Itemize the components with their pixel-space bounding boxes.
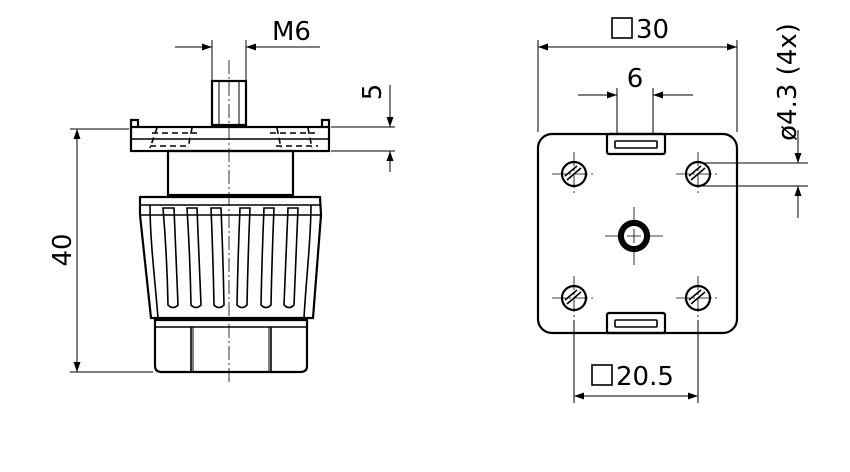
- screw-hole-bottom-left: [552, 276, 596, 320]
- ribbed-body: [138, 195, 323, 320]
- bottom-foot: [153, 318, 309, 374]
- square-symbol: [611, 17, 633, 39]
- threaded-stud: [210, 79, 248, 127]
- screw-hole-bottom-right: [676, 276, 720, 320]
- dim-slot-width-label: 6: [627, 64, 644, 94]
- dim-shaft-height: 5: [331, 84, 395, 172]
- screw-hole-top-right: [676, 152, 720, 196]
- bottom-slot: [605, 311, 667, 335]
- dim-total-height-label: 40: [48, 233, 78, 266]
- screw-hole-top-left: [552, 152, 596, 196]
- dim-hole-spec-label: ø4.3 (4x): [773, 23, 803, 141]
- dim-thread-label: M6: [272, 17, 311, 47]
- center-hole: [605, 207, 663, 265]
- dim-total-height: 40: [48, 128, 153, 373]
- dim-thread: M6: [175, 17, 320, 80]
- dim-hole-spec: ø4.3 (4x): [700, 23, 808, 218]
- dim-plate-size-label: 30: [636, 15, 669, 45]
- dim-mount-size: 20.5: [573, 320, 699, 403]
- dim-slot-width: 6: [578, 64, 693, 134]
- dim-plate-size: 30: [537, 15, 738, 132]
- side-view: M6 5 40: [48, 17, 395, 385]
- neck: [166, 149, 295, 197]
- square-symbol: [591, 364, 613, 386]
- top-slot: [605, 132, 667, 156]
- dim-mount-size-label: 20.5: [616, 362, 674, 392]
- top-view: 30 6 ø4.3 (4x) 20.5: [536, 15, 808, 403]
- dim-shaft-height-label: 5: [358, 84, 388, 101]
